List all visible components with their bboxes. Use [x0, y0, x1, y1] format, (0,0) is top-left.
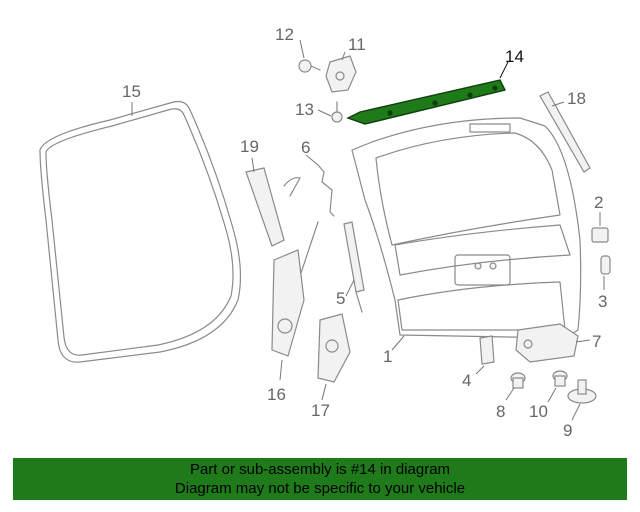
- part-5-strut: [343, 221, 365, 313]
- part-7-latch: [515, 323, 579, 363]
- callout-12: 12: [275, 25, 294, 44]
- callout-7: 7: [592, 332, 601, 351]
- parts-diagram: 15 19 12 11 13 14 18 6 5 1 2 3 4 7 8 10 …: [39, 25, 611, 440]
- callout-15: 15: [122, 82, 141, 101]
- callout-13: 13: [295, 100, 314, 119]
- part-11-hinge: [325, 55, 357, 93]
- callout-19: 19: [240, 137, 259, 156]
- callout-18: 18: [567, 89, 586, 108]
- part-10-spacer: [552, 370, 568, 387]
- part-17-actuator: [317, 313, 351, 383]
- part-16-actuator: [271, 221, 319, 357]
- callout-3: 3: [598, 292, 607, 311]
- part-15-weatherstrip: [39, 100, 242, 363]
- part-19-bracket: [245, 167, 301, 247]
- part-13-bolt: [331, 101, 343, 123]
- callout-4: 4: [462, 371, 471, 390]
- callout-5: 5: [336, 289, 345, 308]
- banner-line-1: Part or sub-assembly is #14 in diagram: [189, 461, 451, 478]
- callout-10: 10: [529, 402, 548, 421]
- part-3-clip: [600, 255, 611, 275]
- callout-16: 16: [267, 385, 286, 404]
- callout-9: 9: [563, 421, 572, 440]
- part-4-bumper: [479, 335, 495, 365]
- part-14-trim-highlighted: [346, 79, 507, 125]
- part-9-striker: [567, 379, 597, 404]
- part-2-clip: [591, 227, 609, 243]
- part-6-rod: [317, 164, 335, 217]
- callout-14: 14: [505, 47, 524, 66]
- callout-1: 1: [383, 347, 392, 366]
- callout-6: 6: [301, 138, 310, 157]
- callout-17: 17: [311, 401, 330, 420]
- callout-8: 8: [496, 402, 505, 421]
- callout-11: 11: [348, 35, 366, 54]
- part-1-liftgate: [351, 117, 582, 339]
- info-banner: Part or sub-assembly is #14 in diagram D…: [13, 458, 627, 500]
- callout-2: 2: [594, 193, 603, 212]
- part-8-spacer: [510, 372, 526, 389]
- banner-line-2: Diagram may not be specific to your vehi…: [174, 480, 466, 497]
- part-12-bolt: [298, 59, 321, 73]
- leader-lines: [131, 39, 605, 421]
- part-18-trim: [539, 91, 591, 173]
